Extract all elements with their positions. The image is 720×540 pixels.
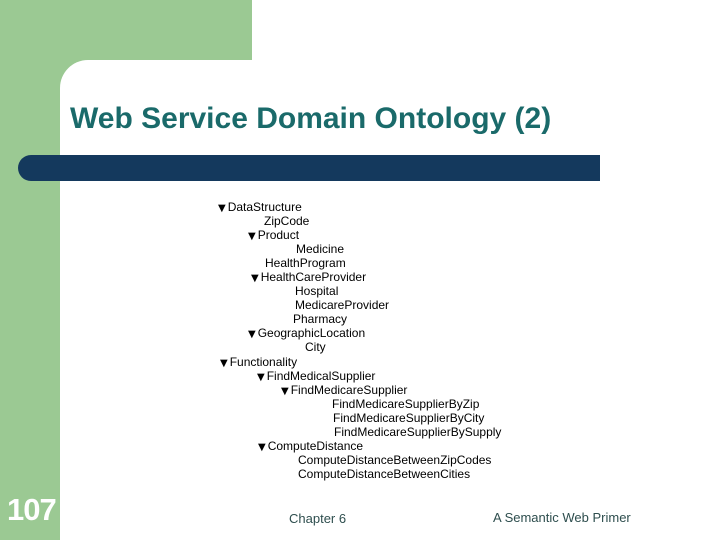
expanded-triangle-icon: ▼: [257, 371, 265, 383]
tree-item: ▼DataStructure: [218, 200, 501, 214]
tree-item-label: Pharmacy: [293, 312, 348, 327]
tree-item-label: Medicine: [296, 242, 345, 257]
tree-item-label: FindMedicareSupplierByCity: [333, 410, 485, 425]
expanded-triangle-icon: ▼: [258, 441, 266, 453]
page-number: 107: [7, 492, 57, 527]
tree-item-label: ZipCode: [264, 214, 310, 229]
footer-book-title: A Semantic Web Primer: [493, 510, 631, 525]
tree-item-label: Product: [257, 228, 300, 243]
tree-item: FindMedicareSupplierByCity: [218, 411, 501, 425]
tree-item-label: FindMedicareSupplier: [290, 382, 408, 397]
tree-item: ▼FindMedicalSupplier: [218, 369, 501, 383]
tree-item: HealthProgram: [218, 256, 501, 270]
expanded-triangle-icon: ▼: [251, 273, 259, 285]
tree-item-label: City: [305, 340, 326, 355]
tree-item: ▼Product: [218, 228, 501, 242]
tree-item: FindMedicareSupplierBySupply: [218, 425, 501, 439]
tree-item-label: Functionality: [229, 354, 298, 369]
tree-item: ▼FindMedicareSupplier: [218, 383, 501, 397]
tree-item: Medicine: [218, 242, 501, 256]
tree-item: Hospital: [218, 284, 501, 298]
tree-item: ▼GeographicLocation: [218, 326, 501, 340]
expanded-triangle-icon: ▼: [218, 203, 226, 214]
slide-title: Web Service Domain Ontology (2): [70, 102, 552, 135]
tree-item-label: DataStructure: [227, 200, 302, 214]
tree-item: ComputeDistanceBetweenZipCodes: [218, 453, 501, 467]
tree-item-label: FindMedicalSupplier: [266, 368, 376, 383]
content-card: [60, 60, 720, 540]
tree-item: MedicareProvider: [218, 298, 501, 312]
tree-item-label: ComputeDistanceBetweenCities: [298, 466, 471, 481]
expanded-triangle-icon: ▼: [220, 357, 228, 369]
tree-item: ▼Functionality: [218, 355, 501, 369]
tree-item-label: FindMedicareSupplierBySupply: [334, 424, 502, 439]
tree-item-label: Hospital: [295, 284, 339, 299]
tree-item: ▼HealthCareProvider: [218, 270, 501, 284]
footer-chapter: Chapter 6: [289, 511, 347, 526]
expanded-triangle-icon: ▼: [248, 231, 256, 243]
tree-item: ZipCode: [218, 214, 501, 228]
tree-item: ▼ComputeDistance: [218, 439, 501, 453]
tree-item: FindMedicareSupplierByZip: [218, 397, 501, 411]
tree-item-label: HealthProgram: [265, 256, 346, 271]
tree-item: City: [218, 340, 501, 354]
tree-item-label: FindMedicareSupplierByZip: [332, 396, 480, 411]
tree-item: ComputeDistanceBetweenCities: [218, 467, 501, 481]
expanded-triangle-icon: ▼: [248, 329, 256, 341]
title-underline-bar: [18, 155, 600, 181]
tree-item-label: MedicareProvider: [295, 298, 390, 313]
tree-item-label: GeographicLocation: [257, 326, 366, 341]
tree-item: Pharmacy: [218, 312, 501, 326]
expanded-triangle-icon: ▼: [281, 385, 289, 397]
tree-item-label: ComputeDistanceBetweenZipCodes: [298, 452, 492, 467]
tree-item-label: HealthCareProvider: [260, 270, 367, 285]
tree-item-label: ComputeDistance: [267, 438, 364, 453]
